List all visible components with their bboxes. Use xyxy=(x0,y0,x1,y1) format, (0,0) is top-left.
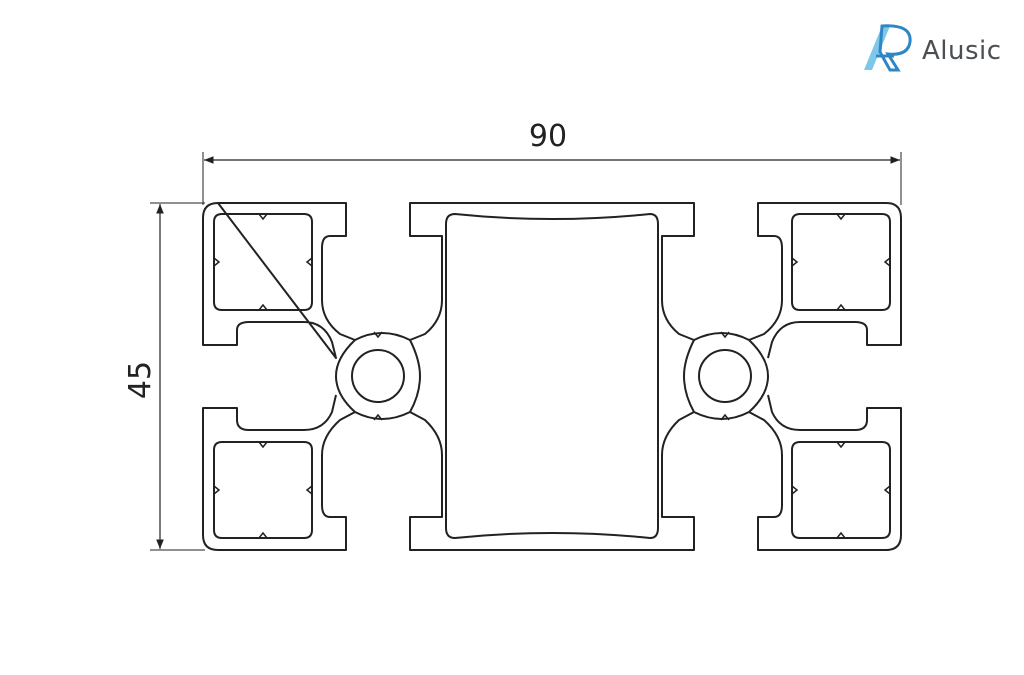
right-core-bore xyxy=(698,349,752,403)
right-core xyxy=(683,332,769,420)
brand-logo: Alusic xyxy=(860,18,1020,74)
outer-contour xyxy=(202,202,902,551)
alusic-logo-icon xyxy=(864,24,912,72)
left-core-bore xyxy=(351,349,405,403)
notch-marks xyxy=(213,213,891,539)
brand-name: Alusic xyxy=(922,36,1002,66)
left-core xyxy=(335,332,421,420)
width-dimension: 90 xyxy=(202,119,902,205)
height-dimension: 45 xyxy=(123,202,205,551)
chamber-top-right xyxy=(791,213,891,311)
width-label: 90 xyxy=(529,119,567,154)
chamber-bottom-left xyxy=(213,441,313,539)
chamber-bottom-right xyxy=(791,441,891,539)
chamber-top-left xyxy=(213,213,313,311)
central-chamber xyxy=(445,213,659,539)
height-label: 45 xyxy=(123,361,158,399)
profile-cross-section xyxy=(202,202,902,551)
